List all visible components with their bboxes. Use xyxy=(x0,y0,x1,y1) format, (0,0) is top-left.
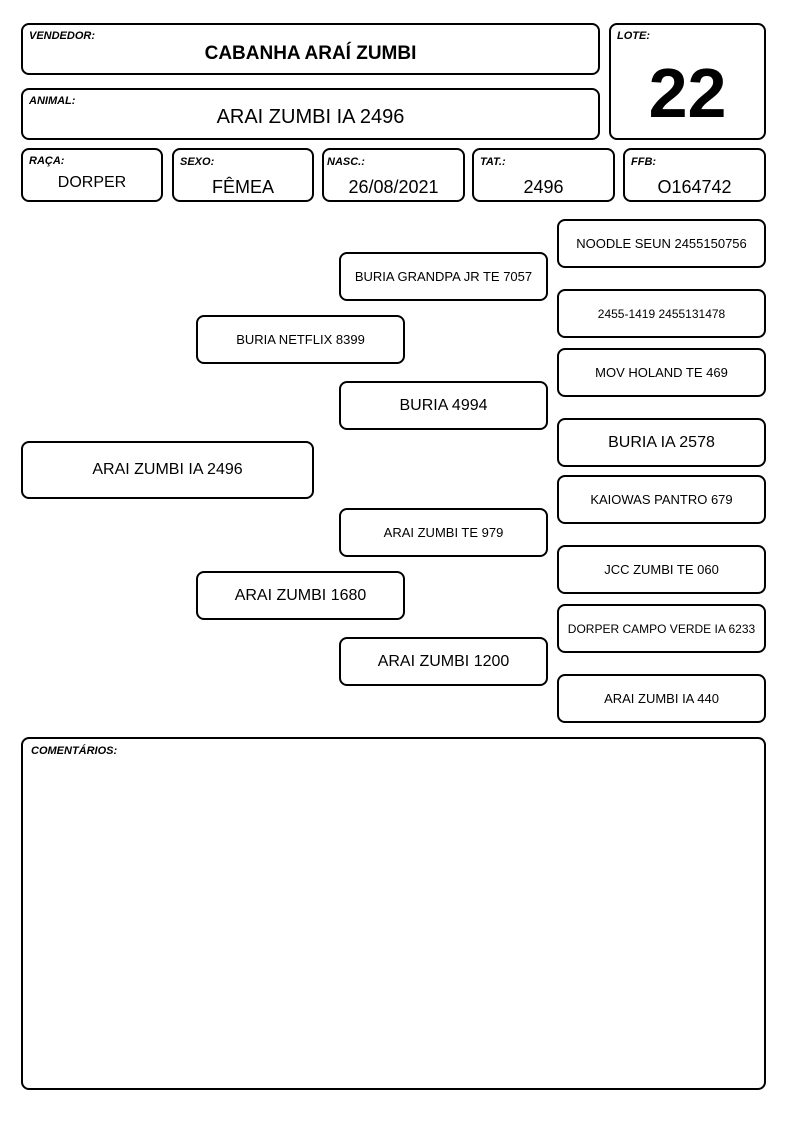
animal-label: ANIMAL: xyxy=(29,95,76,107)
pedigree-dam-sire: ARAI ZUMBI TE 979 xyxy=(339,508,548,557)
pedigree-sire-dam: BURIA 4994 xyxy=(339,381,548,430)
pedigree-sire-sire: BURIA GRANDPA JR TE 7057 xyxy=(339,252,548,301)
pedigree-dam: ARAI ZUMBI 1680 xyxy=(196,571,405,620)
pedigree-ggp-3-name: MOV HOLAND TE 469 xyxy=(595,365,728,380)
birth-date-label: NASC.: xyxy=(327,156,365,168)
seller-box: VENDEDOR: CABANHA ARAÍ ZUMBI xyxy=(21,23,600,75)
pedigree-ggp-7: DORPER CAMPO VERDE IA 6233 xyxy=(557,604,766,653)
ffb-value: O164742 xyxy=(657,177,732,197)
sex-value: FÊMEA xyxy=(211,177,274,197)
pedigree-sire-dam-name: BURIA 4994 xyxy=(399,396,488,414)
pedigree-dam-name: ARAI ZUMBI 1680 xyxy=(234,586,367,604)
pedigree-ggp-1: NOODLE SEUN 2455150756 xyxy=(557,219,766,268)
pedigree-sire-sire-name: BURIA GRANDPA JR TE 7057 xyxy=(354,269,533,284)
sex-label: SEXO: xyxy=(180,156,215,168)
birth-date-value: 26/08/2021 xyxy=(348,177,439,197)
tattoo-label: TAT.: xyxy=(480,156,506,168)
pedigree-animal: ARAI ZUMBI IA 2496 xyxy=(21,441,314,499)
lot-number: 22 xyxy=(648,54,727,132)
pedigree-sire-name: BURIA NETFLIX 8399 xyxy=(236,332,365,347)
pedigree-ggp-7-name: DORPER CAMPO VERDE IA 6233 xyxy=(567,621,756,636)
sex-box: SEXO: FÊMEA xyxy=(172,148,314,202)
pedigree-ggp-5-name: KAIOWAS PANTRO 679 xyxy=(590,492,733,507)
animal-name: ARAI ZUMBI IA 2496 xyxy=(216,106,405,128)
breed-box: RAÇA: DORPER xyxy=(21,148,163,202)
pedigree-ggp-4: BURIA IA 2578 xyxy=(557,418,766,467)
lot-label: LOTE: xyxy=(617,30,650,42)
pedigree-animal-name: ARAI ZUMBI IA 2496 xyxy=(92,461,243,478)
ffb-box: FFB: O164742 xyxy=(623,148,766,202)
pedigree-ggp-6-name: JCC ZUMBI TE 060 xyxy=(604,562,719,577)
comments-label: COMENTÁRIOS: xyxy=(31,745,118,757)
tattoo-box: TAT.: 2496 xyxy=(472,148,615,202)
seller-label: VENDEDOR: xyxy=(29,30,96,42)
ffb-label: FFB: xyxy=(631,156,657,168)
pedigree-ggp-2: 2455-1419 2455131478 xyxy=(557,289,766,338)
breed-value: DORPER xyxy=(57,174,127,191)
pedigree-ggp-2-name: 2455-1419 2455131478 xyxy=(597,306,726,321)
seller-name: CABANHA ARAÍ ZUMBI xyxy=(204,43,417,64)
pedigree-ggp-6: JCC ZUMBI TE 060 xyxy=(557,545,766,594)
pedigree-dam-sire-name: ARAI ZUMBI TE 979 xyxy=(383,525,504,540)
pedigree-dam-dam-name: ARAI ZUMBI 1200 xyxy=(377,652,510,670)
pedigree-ggp-8: ARAI ZUMBI IA 440 xyxy=(557,674,766,723)
pedigree-ggp-5: KAIOWAS PANTRO 679 xyxy=(557,475,766,524)
breed-label: RAÇA: xyxy=(29,155,65,167)
birth-date-box: NASC.: 26/08/2021 xyxy=(322,148,465,202)
pedigree-sire: BURIA NETFLIX 8399 xyxy=(196,315,405,364)
animal-box: ANIMAL: ARAI ZUMBI IA 2496 xyxy=(21,88,600,140)
pedigree-ggp-8-name: ARAI ZUMBI IA 440 xyxy=(604,691,719,706)
tattoo-value: 2496 xyxy=(523,177,564,197)
comments-box: COMENTÁRIOS: xyxy=(21,737,766,1090)
pedigree-dam-dam: ARAI ZUMBI 1200 xyxy=(339,637,548,686)
pedigree-ggp-4-name: BURIA IA 2578 xyxy=(608,433,715,451)
pedigree-ggp-3: MOV HOLAND TE 469 xyxy=(557,348,766,397)
lot-box: LOTE: 22 xyxy=(609,23,766,140)
pedigree-ggp-1-name: NOODLE SEUN 2455150756 xyxy=(576,236,747,251)
